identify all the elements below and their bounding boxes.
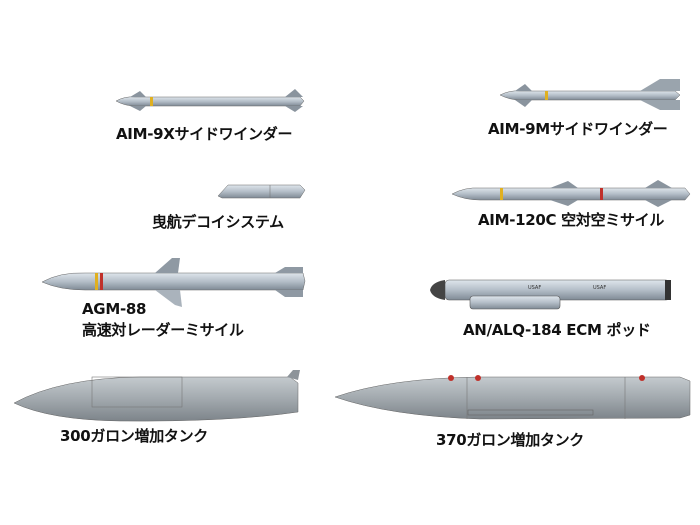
300-gallon-tank-label: 300ガロン増加タンク	[60, 427, 209, 445]
usaf-marking: USAF	[528, 285, 541, 291]
aim-9x-missile	[115, 89, 305, 112]
aim-9m-missile	[499, 79, 681, 110]
usaf-marking: USAF	[593, 285, 606, 291]
aim-9x-label: AIM-9Xサイドワインダー	[116, 125, 293, 143]
370-gallon-tank	[334, 375, 691, 420]
aim-120c-label: AIM-120C 空対空ミサイル	[478, 211, 665, 229]
agm-88-desc-label: 高速対レーダーミサイル	[82, 321, 244, 339]
370-gallon-tank-label: 370ガロン増加タンク	[436, 431, 585, 449]
alq-184-ecm-pod: USAF USAF	[430, 279, 671, 310]
alq-184-label: AN/ALQ-184 ECM ポッド	[463, 321, 651, 339]
agm-88-missile	[41, 258, 306, 307]
aim-9m-label: AIM-9Mサイドワインダー	[488, 120, 668, 138]
aim-120c-missile	[451, 180, 691, 207]
300-gallon-tank	[13, 370, 300, 422]
towed-decoy	[217, 184, 306, 199]
decoy-label: 曳航デコイシステム	[152, 213, 284, 231]
agm-88-label: AGM-88	[82, 300, 147, 318]
